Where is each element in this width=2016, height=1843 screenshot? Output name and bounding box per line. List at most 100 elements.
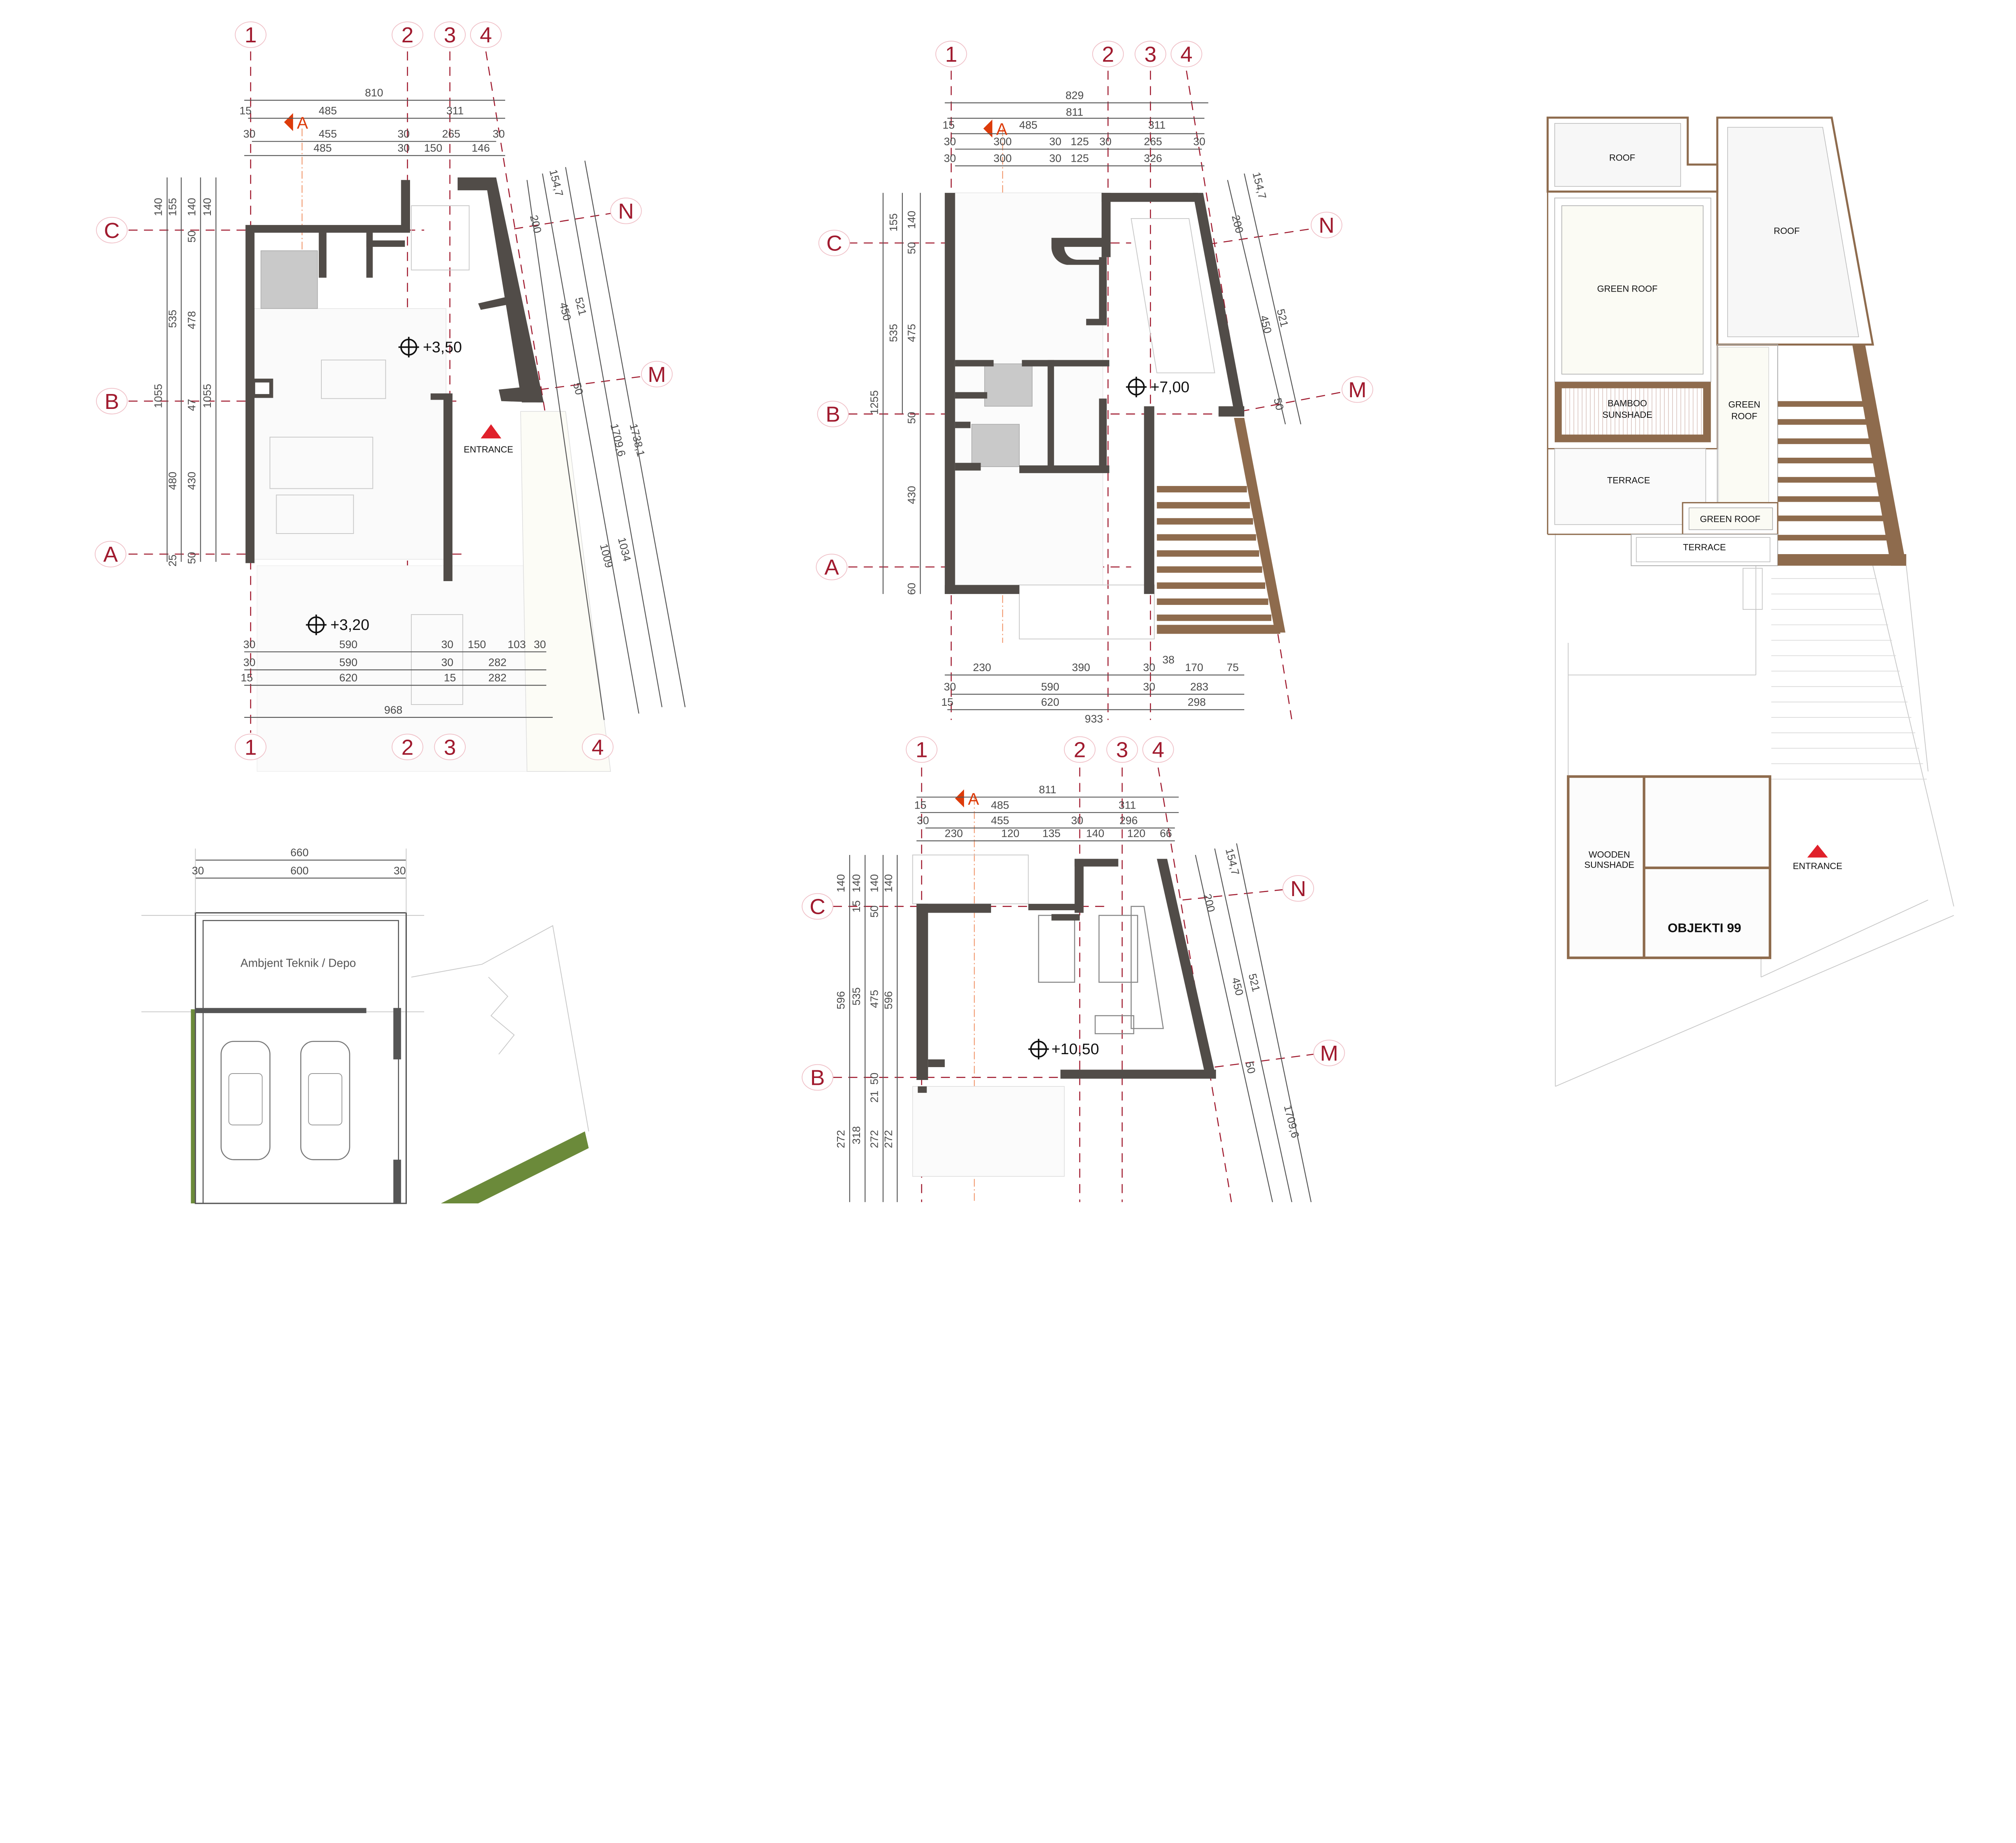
grid-label: C — [104, 219, 120, 243]
grid-label: C — [810, 895, 825, 919]
stair-tread — [1157, 566, 1262, 573]
dimension-label: 318 — [850, 1126, 862, 1144]
grid-label: 2 — [402, 23, 414, 47]
dimension-label: 120 — [1127, 827, 1145, 839]
grid-label: 1 — [916, 738, 928, 762]
grid-label: N — [618, 199, 634, 223]
grid-bubble — [1310, 212, 1343, 238]
dimension-label: 50 — [868, 905, 880, 917]
dimension-label: 30 — [1143, 680, 1155, 693]
stair-tread — [1778, 457, 1877, 463]
grid-bubble — [802, 1064, 833, 1091]
dimension-label: 450 — [557, 301, 574, 322]
dimension-label: 125 — [1070, 135, 1089, 148]
entrance-triangle-icon — [1807, 844, 1828, 858]
entrance-label: ENTRANCE — [464, 444, 513, 454]
grid-bubble — [610, 197, 642, 224]
grid-bubble — [641, 361, 673, 388]
dimension-label: 50 — [1243, 1060, 1258, 1075]
dimension-label: 30 — [944, 680, 956, 693]
grid-bubble — [582, 734, 614, 761]
roof-label-terrace-1: TERRACE — [1607, 475, 1650, 486]
stair-tread — [1157, 550, 1259, 557]
dimension-label: 30 — [243, 127, 255, 140]
grid-label: C — [826, 231, 842, 256]
dimension-label: 296 — [1119, 814, 1137, 827]
dimension-label: 50 — [905, 412, 918, 424]
dimension-label: 660 — [290, 846, 308, 859]
dimension-label: 311 — [446, 104, 464, 117]
dimension-label: 230 — [945, 827, 963, 839]
grid-label: 2 — [402, 735, 414, 759]
dimension-label: 155 — [166, 198, 179, 216]
dimension-label: 50 — [1271, 397, 1286, 412]
grid-bubble — [1135, 41, 1166, 67]
grid-label: 4 — [1152, 738, 1164, 762]
dimension-label: 298 — [1187, 696, 1206, 708]
stair-tread — [1778, 401, 1868, 407]
grid-bubble — [1092, 41, 1124, 67]
section-arrow-icon — [983, 119, 993, 138]
roof-label-wooden-1: WOODEN — [1589, 849, 1630, 859]
dimension-label: 30 — [493, 127, 505, 140]
dimension-label: 30 — [1100, 135, 1112, 148]
dimension-label: 30 — [1143, 661, 1155, 673]
dimension-label: 272 — [868, 1130, 880, 1148]
dimension-label: 15 — [914, 798, 927, 811]
grid-bubble — [1341, 376, 1373, 403]
dimension-label: 140 — [1086, 827, 1104, 839]
dimension-label: 390 — [1072, 661, 1090, 673]
dimension-label: 1255 — [868, 390, 880, 415]
grid-bubble — [235, 734, 267, 761]
dimension-label: 478 — [185, 311, 198, 329]
car-icon — [221, 1041, 350, 1160]
dimension-label: 75 — [1227, 661, 1239, 673]
grid-bubble — [1282, 875, 1314, 902]
dimension-label: 200 — [1229, 214, 1246, 234]
dimension-label: 265 — [1144, 135, 1162, 148]
dimension-label: 620 — [1041, 696, 1059, 708]
dimension-label: 15 — [241, 671, 253, 684]
grid-bubble — [392, 734, 423, 761]
dimension-label: 480 — [166, 472, 179, 490]
grid-bubble — [816, 554, 848, 580]
project-title: OBJEKTI 99 — [1668, 920, 1741, 935]
dimension-label: 430 — [905, 486, 918, 504]
dimension-label: 311 — [1148, 119, 1166, 131]
stair-tread — [1778, 438, 1874, 444]
dimension-label: 30 — [1193, 135, 1205, 148]
dimension-label: 140 — [905, 211, 918, 229]
dimension-label: 125 — [1070, 152, 1089, 165]
grid-label: B — [826, 402, 840, 427]
dimension-label: 300 — [993, 135, 1012, 148]
section-arrow-icon — [955, 789, 964, 808]
grid-label: B — [104, 390, 119, 414]
floor-finish — [912, 855, 1164, 1177]
dimension-label: 485 — [319, 104, 337, 117]
dimension-label: 60 — [905, 583, 918, 595]
dimension-label: 1709,6 — [1282, 1104, 1302, 1139]
grid-label: 1 — [245, 735, 257, 759]
dimension-label: 30 — [441, 656, 453, 668]
dimension-label: 140 — [201, 198, 213, 216]
dimension-label: 154,7 — [1250, 171, 1269, 200]
dimension-lines — [849, 796, 1312, 1203]
level-label: +10,50 — [1052, 1040, 1099, 1058]
dimension-label: 140 — [868, 874, 880, 892]
dimension-label: 38 — [1162, 653, 1175, 666]
dimension-label: 15 — [444, 671, 456, 684]
grid-label: 3 — [444, 735, 456, 759]
grid-label: M — [648, 363, 666, 387]
grid-label: A — [103, 542, 118, 567]
floor-finish — [253, 205, 611, 772]
dimension-label: 150 — [468, 638, 486, 650]
level-crosshair-icon — [306, 337, 419, 635]
dimension-label: 30 — [243, 656, 255, 668]
grid-bubble — [1064, 736, 1096, 763]
room-label: Ambjent Teknik / Depo — [240, 957, 356, 969]
dimension-label: 1055 — [201, 384, 213, 408]
roof-label-roof-left: ROOF — [1609, 153, 1635, 163]
grid-bubble — [1170, 41, 1202, 67]
dimension-label: 600 — [290, 864, 308, 877]
